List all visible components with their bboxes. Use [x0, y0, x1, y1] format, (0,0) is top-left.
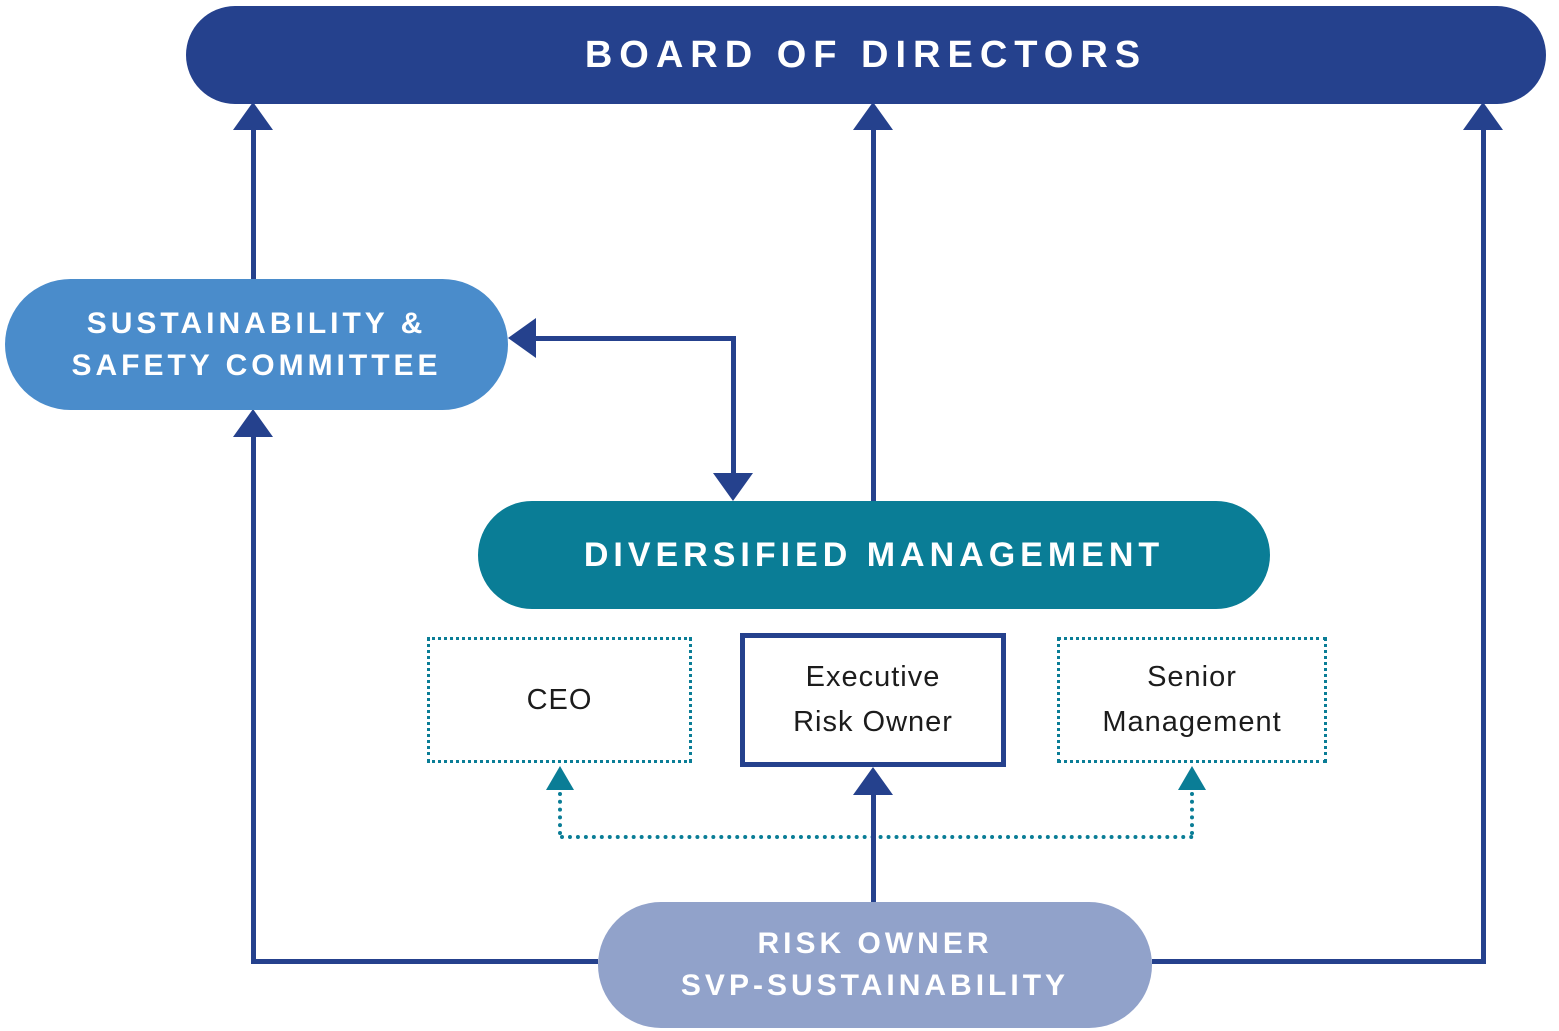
arrowhead-riskowner-to-committee-icon	[233, 409, 273, 437]
line-riskowner-to-board	[1481, 130, 1486, 964]
line-management-committee-vertical	[731, 336, 736, 475]
arrowhead-committee-to-board-icon	[233, 102, 273, 130]
dotted-branch-line	[560, 835, 1194, 839]
line-riskowner-left-horizontal	[251, 959, 598, 964]
arrowhead-into-committee-icon	[508, 318, 536, 358]
line-riskowner-to-executive-risk-owner	[871, 795, 876, 902]
arrowhead-riskowner-to-executive-risk-owner-icon	[853, 767, 893, 795]
arrowhead-riskowner-to-board-icon	[1463, 102, 1503, 130]
committee-label-line2: SAFETY COMMITTEE	[71, 348, 442, 382]
node-executive-risk-owner: Executive Risk Owner	[740, 633, 1006, 767]
dotted-arrowhead-senior-management-icon	[1178, 766, 1206, 790]
board-of-directors-label: BOARD OF DIRECTORS	[584, 33, 1148, 76]
line-riskowner-to-committee	[251, 437, 256, 964]
dotted-arrowhead-ceo-icon	[546, 766, 574, 790]
dotted-line-to-ceo	[558, 792, 562, 835]
risk-owner-label-line2: SVP-SUSTAINABILITY	[680, 969, 1070, 1002]
committee-label-line1: SUSTAINABILITY &	[86, 306, 427, 340]
executive-risk-owner-label-line1: Executive	[805, 661, 941, 693]
arrowhead-management-to-board-icon	[853, 102, 893, 130]
risk-owner-label-line1: RISK OWNER	[757, 927, 993, 960]
line-riskowner-right-horizontal	[1152, 959, 1486, 964]
dotted-line-to-senior-management	[1190, 792, 1194, 835]
node-board-of-directors: BOARD OF DIRECTORS	[186, 6, 1546, 104]
node-risk-owner-svp-sustainability: RISK OWNER SVP-SUSTAINABILITY	[598, 902, 1152, 1028]
node-ceo: CEO	[427, 637, 692, 763]
diversified-management-label: DIVERSIFIED MANAGEMENT	[583, 535, 1165, 574]
executive-risk-owner-label-line2: Risk Owner	[793, 706, 953, 738]
senior-management-label-line1: Senior	[1147, 661, 1237, 693]
node-senior-management: Senior Management	[1057, 637, 1327, 763]
node-diversified-management: DIVERSIFIED MANAGEMENT	[478, 501, 1270, 609]
line-management-to-board	[871, 130, 876, 501]
ceo-label: CEO	[526, 683, 593, 716]
line-committee-to-board	[251, 130, 256, 279]
node-sustainability-safety-committee: SUSTAINABILITY & SAFETY COMMITTEE	[5, 279, 508, 410]
senior-management-label-line2: Management	[1102, 706, 1282, 738]
line-management-committee-horizontal	[534, 336, 735, 341]
arrowhead-into-management-icon	[713, 473, 753, 501]
